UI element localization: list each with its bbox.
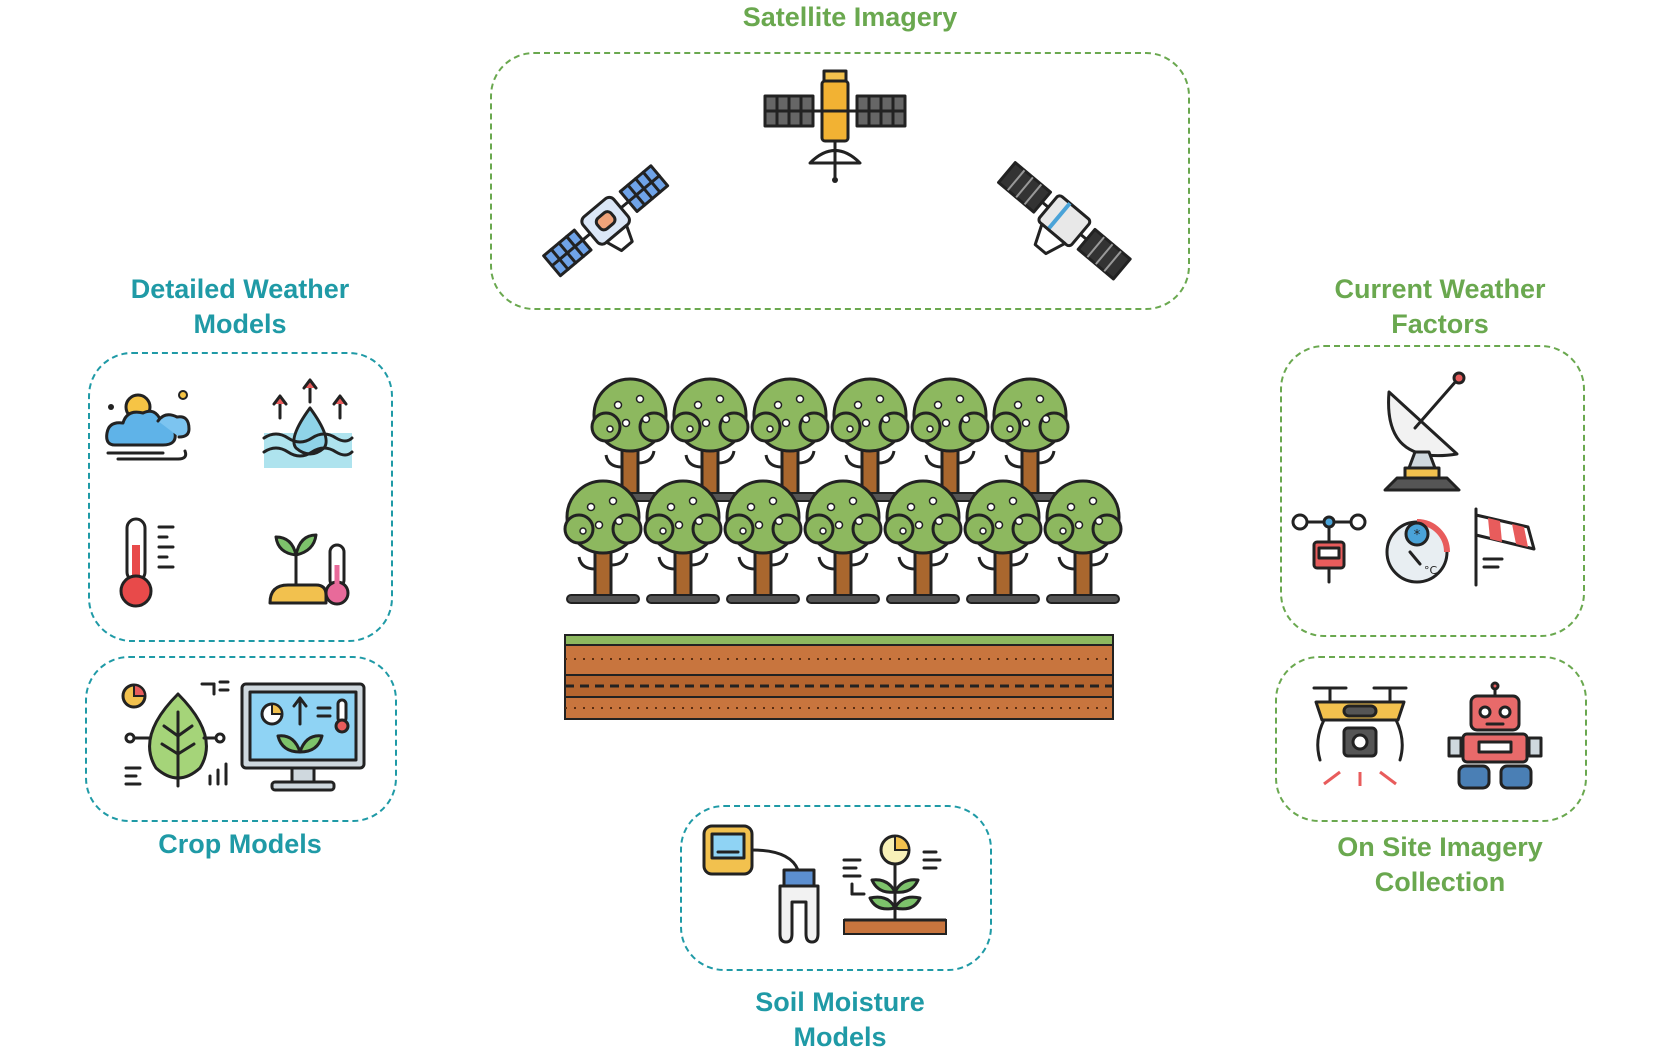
- drone-icon: [1310, 680, 1410, 795]
- detailed-weather-title-line2: Models: [193, 309, 287, 339]
- water-evaporation-icon: [258, 378, 358, 473]
- soil-moisture-title: Soil Moisture Models: [680, 985, 1000, 1055]
- satellite-imagery-title: Satellite Imagery: [742, 2, 958, 32]
- onsite-imagery-title-line1: On Site Imagery: [1337, 832, 1543, 862]
- thermometer-icon: [115, 515, 185, 610]
- plant-growth-icon: [840, 832, 950, 937]
- soil-moisture-title-line2: Models: [793, 1022, 887, 1052]
- crop-models-box: [85, 656, 397, 822]
- detailed-weather-title: Detailed Weather Models: [80, 272, 400, 342]
- temperature-gauge-icon: * °C: [1380, 512, 1455, 587]
- onsite-imagery-box: [1275, 656, 1587, 822]
- current-weather-title-line2: Factors: [1391, 309, 1489, 339]
- satellite-blue-icon: [540, 160, 670, 280]
- leaf-analysis-icon: [120, 676, 230, 791]
- satellite-dark-icon: [990, 160, 1140, 281]
- satellite-dish-icon: [1365, 370, 1485, 495]
- current-weather-box: [1280, 345, 1585, 637]
- soil-moisture-title-line1: Soil Moisture: [755, 987, 925, 1017]
- onsite-imagery-title-line2: Collection: [1374, 867, 1506, 897]
- crop-models-title: Crop Models: [158, 829, 322, 859]
- svg-text:*: *: [1414, 528, 1421, 543]
- robot-icon: [1445, 681, 1545, 792]
- cloud-sun-icon: [103, 385, 198, 470]
- current-weather-title-line1: Current Weather: [1334, 274, 1546, 304]
- detailed-weather-title-line1: Detailed Weather: [130, 274, 350, 304]
- windsock-icon: [1468, 505, 1548, 590]
- orchard-field-icon: [555, 377, 1123, 725]
- monitor-plant-icon: [238, 680, 368, 795]
- satellite-imagery-box: [490, 52, 1190, 310]
- plant-temperature-icon: [268, 515, 358, 610]
- current-weather-title: Current Weather Factors: [1270, 272, 1610, 342]
- soil-moisture-sensor-icon: [700, 822, 820, 947]
- detailed-weather-box: [88, 352, 393, 642]
- anemometer-icon: [1291, 512, 1367, 587]
- svg-text:°C: °C: [1424, 564, 1438, 577]
- soil-moisture-box: [680, 805, 992, 971]
- satellite-yellow-icon: [760, 66, 910, 186]
- onsite-imagery-title: On Site Imagery Collection: [1270, 830, 1610, 900]
